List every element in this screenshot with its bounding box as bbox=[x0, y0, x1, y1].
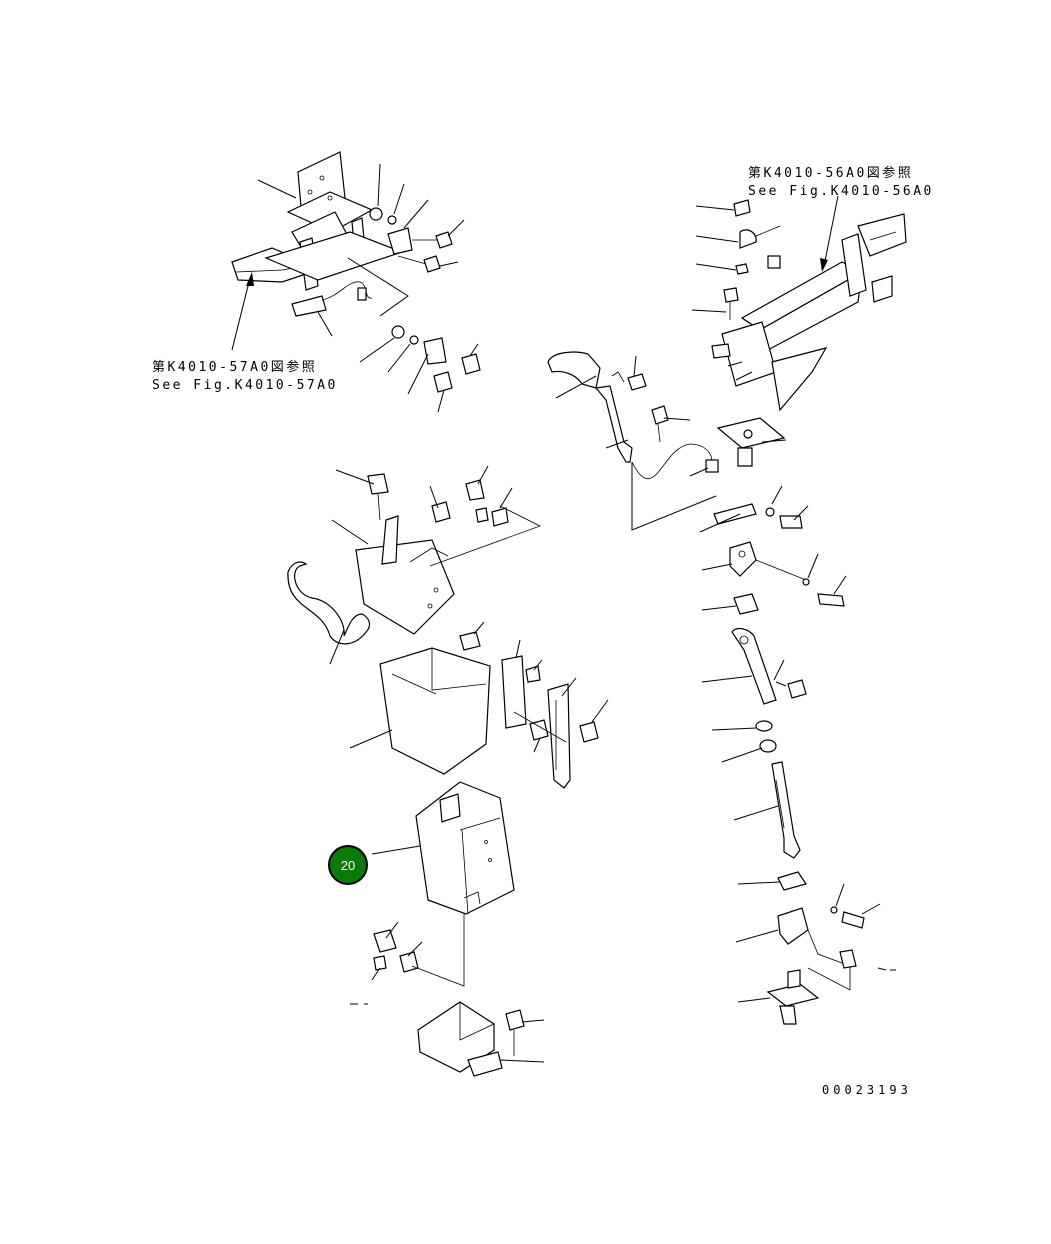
linkage-column bbox=[701, 541, 896, 1025]
reference-56A0-en: See Fig.K4010-56A0 bbox=[748, 184, 934, 199]
reference-56A0-jp: 第K4010-56A0図参照 bbox=[748, 166, 914, 181]
reference-57A0-en: See Fig.K4010-57A0 bbox=[152, 378, 338, 393]
reference-57A0-jp: 第K4010-57A0図参照 bbox=[152, 360, 318, 375]
upper-frame-assembly bbox=[231, 151, 481, 413]
operating-lever bbox=[547, 351, 809, 533]
lever-frame-assembly bbox=[691, 195, 907, 467]
cover-stack bbox=[287, 465, 609, 1077]
drawing-number: 00023193 bbox=[822, 1083, 912, 1097]
part-callout-20[interactable]: 20 bbox=[328, 845, 368, 885]
